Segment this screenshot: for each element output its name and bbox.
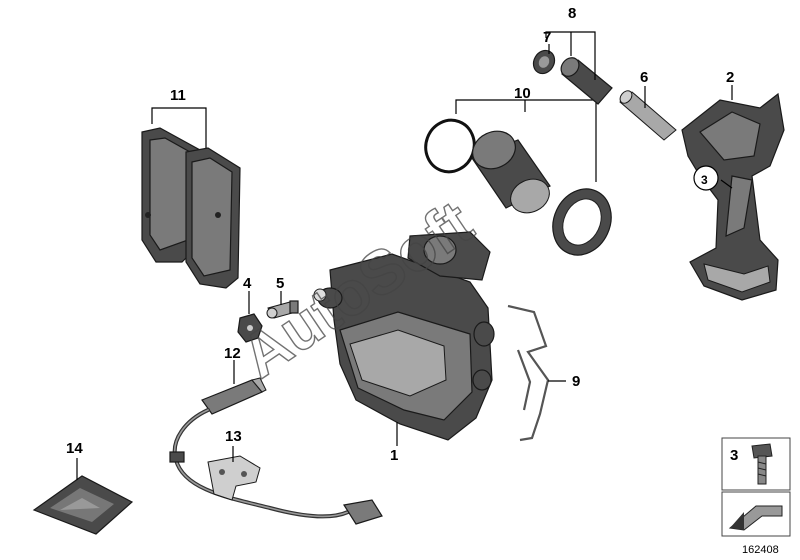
guide-pin-part-6[interactable] [618,88,677,141]
callout-9: 9 [572,373,580,390]
callout-12: 12 [224,345,241,362]
caliper-carrier-part-2[interactable] [681,92,785,301]
legend-callout-3: 3 [730,447,738,464]
caliper-housing-part-1[interactable] [313,231,495,441]
dust-cap-part-7[interactable] [529,47,558,78]
sensor-bracket-part-13[interactable] [207,455,261,501]
callout-6: 6 [640,69,648,86]
callout-7: 7 [543,29,551,46]
leader-lines-2 [720,85,733,189]
leader-lines-10 [455,99,597,182]
callout-10: 10 [514,85,531,102]
callout-3: 3 [701,173,708,187]
callout-labels: 1 2 3 4 5 6 7 8 9 10 11 12 13 14 [66,5,734,464]
grease-packet-part-14[interactable] [32,475,134,535]
legend-box: 3 [721,437,791,537]
callout-5: 5 [276,275,284,292]
bleed-screw-part-5[interactable] [266,300,299,319]
wear-sensor-part-12[interactable] [169,377,383,525]
callout-14: 14 [66,440,83,457]
leader-lines-11 [151,107,207,148]
guide-sleeve-part-8[interactable] [557,54,613,105]
spring-clip-part-9[interactable] [507,304,550,442]
bolt-icon [751,443,773,485]
callout-4: 4 [243,275,252,292]
callout-13: 13 [225,428,242,445]
callout-11: 11 [170,87,186,104]
piston-and-seals-part-10[interactable] [419,113,622,264]
brake-pads-part-11[interactable] [141,127,241,289]
callout-8: 8 [568,5,576,22]
wear-sensor-clip-part-4[interactable] [237,313,263,343]
callout-1: 1 [390,447,398,464]
callout-2: 2 [726,69,734,86]
arrow-icon [728,505,783,531]
leader-lines-7-8 [545,31,596,80]
callout-circle-3 [693,165,719,191]
catalog-number: 162408 [742,544,779,556]
